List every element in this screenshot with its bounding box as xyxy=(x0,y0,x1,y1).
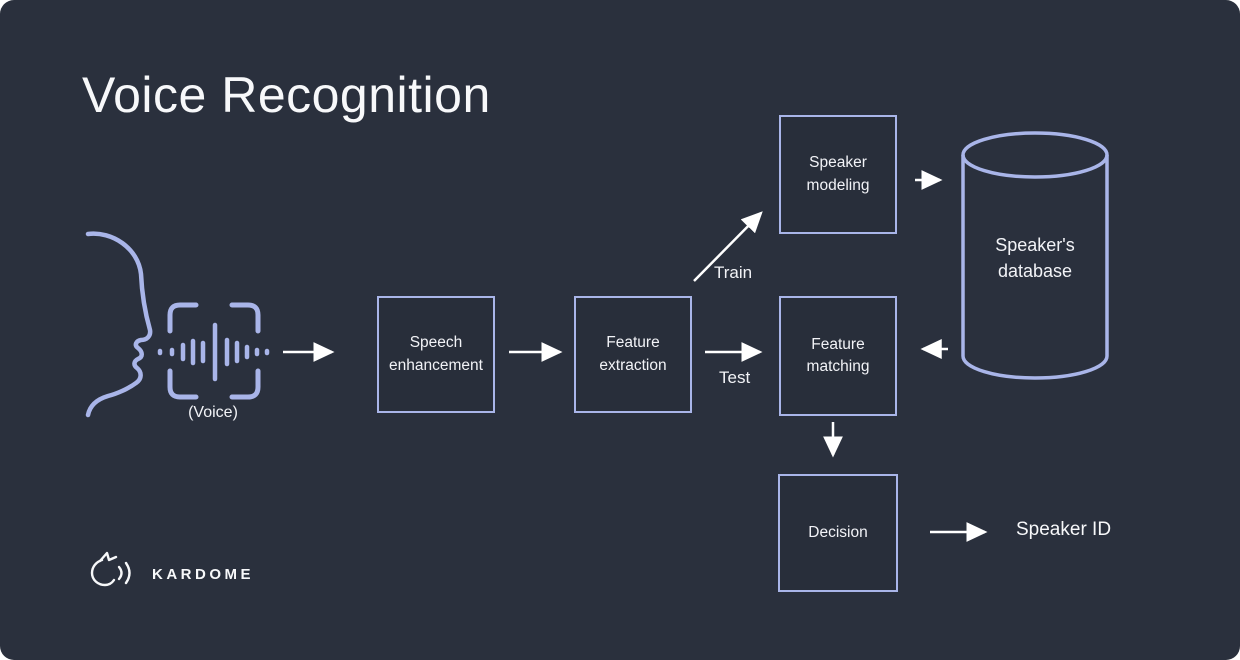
voice-label: (Voice) xyxy=(188,404,238,421)
speaker-id-label: Speaker ID xyxy=(1016,519,1112,540)
database-cylinder xyxy=(961,131,1109,380)
node-decision: Decision xyxy=(778,474,898,592)
waveform-icon xyxy=(157,322,270,382)
database-label: Speaker's database xyxy=(995,235,1075,282)
node-decision-label: Decision xyxy=(808,523,868,541)
node-feature-extraction: Feature extraction xyxy=(574,296,692,413)
node-feature-matching-label: Feature matching xyxy=(806,335,870,375)
train-label: Train xyxy=(714,263,753,282)
face-profile-icon xyxy=(85,231,153,418)
kardome-logo: KARDOME xyxy=(88,550,254,598)
node-speaker-modeling-label: Speaker modeling xyxy=(806,154,870,194)
node-speaker-modeling: Speaker modeling xyxy=(779,115,897,234)
voice-frame-icon xyxy=(167,302,261,400)
node-speech-enhancement-label: Speech enhancement xyxy=(389,334,483,374)
node-feature-matching: Feature matching xyxy=(779,296,897,416)
node-feature-extraction-label: Feature extraction xyxy=(599,334,667,374)
test-label: Test xyxy=(719,368,751,387)
kardome-logo-text: KARDOME xyxy=(152,565,254,583)
arrow-extraction-to-modeling-train xyxy=(693,211,763,282)
kardome-logo-icon xyxy=(90,551,131,587)
node-speech-enhancement: Speech enhancement xyxy=(377,296,495,413)
page-title: Voice Recognition xyxy=(82,67,491,123)
